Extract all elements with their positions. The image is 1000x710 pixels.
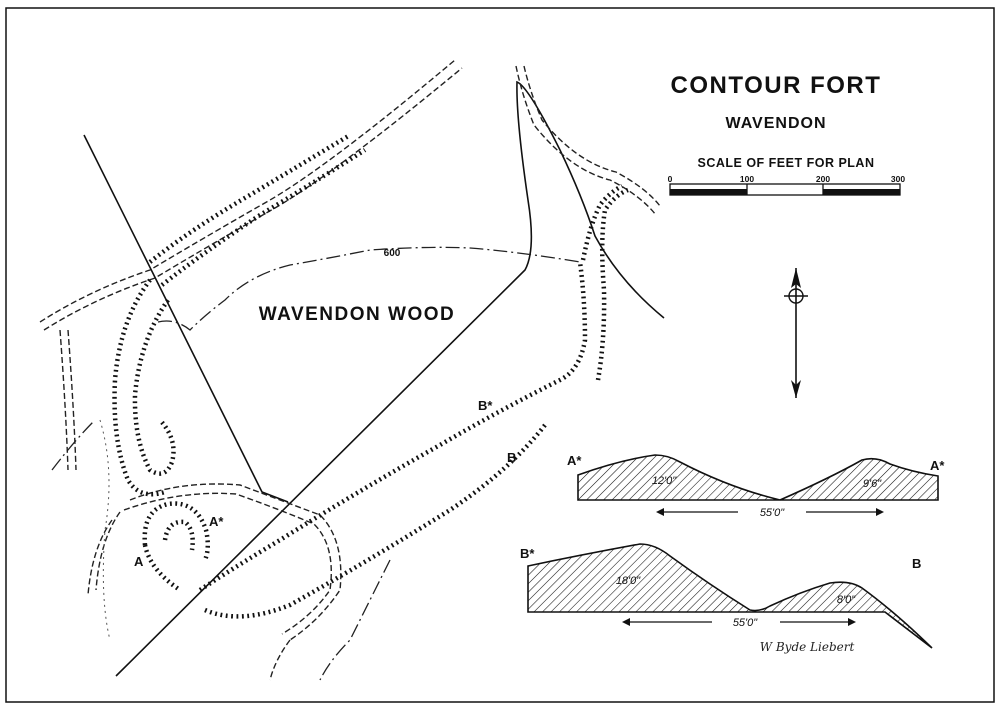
map-subtitle: WAVENDON	[725, 115, 826, 132]
section-a-span: 55'0"	[760, 507, 785, 519]
section-b-bank-right: 8'0"	[837, 594, 856, 606]
section-a-left-label: A*	[567, 453, 582, 468]
section-b-right-label: B	[912, 556, 921, 571]
section-a-bank-left: 12'0"	[652, 475, 677, 487]
scale-tick-200: 200	[816, 174, 830, 184]
north-arrow-icon	[784, 268, 808, 398]
section-b-bank-left: 18'0"	[616, 575, 641, 587]
wood-label: WAVENDON WOOD	[259, 304, 455, 325]
scale-tick-0: 0	[668, 174, 673, 184]
scale-bar	[669, 183, 901, 196]
ditch-lines	[39, 59, 661, 681]
section-b-span-arrow	[622, 618, 856, 626]
hachured-banks	[112, 133, 629, 619]
map-border	[5, 7, 995, 703]
label-a: A	[134, 554, 144, 569]
section-a-right-label: A*	[930, 458, 945, 473]
section-a-span-arrow	[656, 508, 884, 516]
track-line	[99, 419, 111, 641]
scale-tick-100: 100	[740, 174, 754, 184]
section-a-profile	[577, 454, 939, 501]
signature: W Byde Liebert	[760, 640, 855, 654]
scale-title: SCALE OF FEET FOR PLAN	[698, 156, 875, 170]
section-a-bank-right: 9'6"	[863, 478, 882, 490]
section-b-span: 55'0"	[733, 617, 758, 629]
section-b-profile	[527, 543, 933, 649]
track-chain-left	[51, 419, 96, 471]
label-b-star: B*	[478, 398, 493, 413]
label-a-star: A*	[209, 514, 224, 529]
map-title: CONTOUR FORT	[671, 72, 882, 99]
scale-tick-300: 300	[891, 174, 905, 184]
section-b-left-label: B*	[520, 546, 535, 561]
contour-600	[157, 246, 581, 331]
contour-label: 600	[384, 248, 401, 259]
track-chain-right	[319, 559, 391, 681]
label-b: B	[507, 450, 516, 465]
